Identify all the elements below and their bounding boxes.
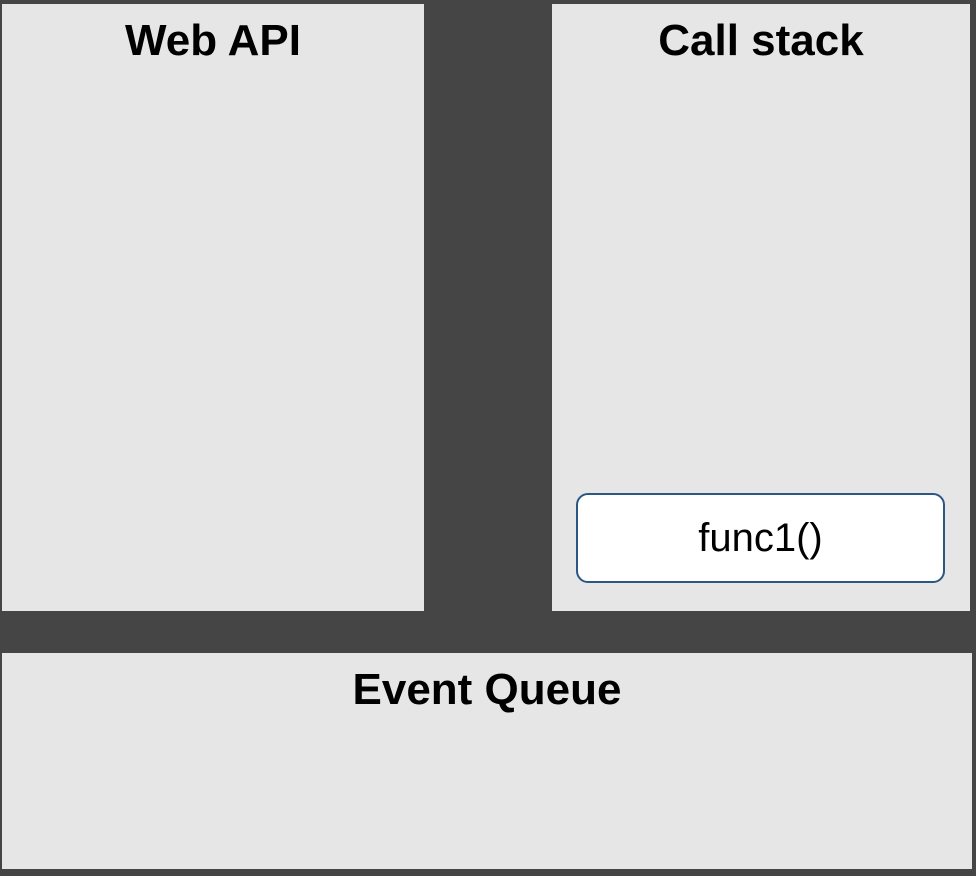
stack-frame-label: func1() [698, 516, 823, 560]
call-stack-panel: Call stack func1() [552, 4, 970, 611]
web-api-panel: Web API [2, 4, 424, 611]
web-api-title: Web API [124, 16, 302, 65]
call-stack-title: Call stack [658, 16, 864, 65]
event-queue-title: Event Queue [352, 665, 622, 714]
event-queue-panel: Event Queue [2, 653, 972, 869]
stack-frame: func1() [576, 493, 945, 583]
